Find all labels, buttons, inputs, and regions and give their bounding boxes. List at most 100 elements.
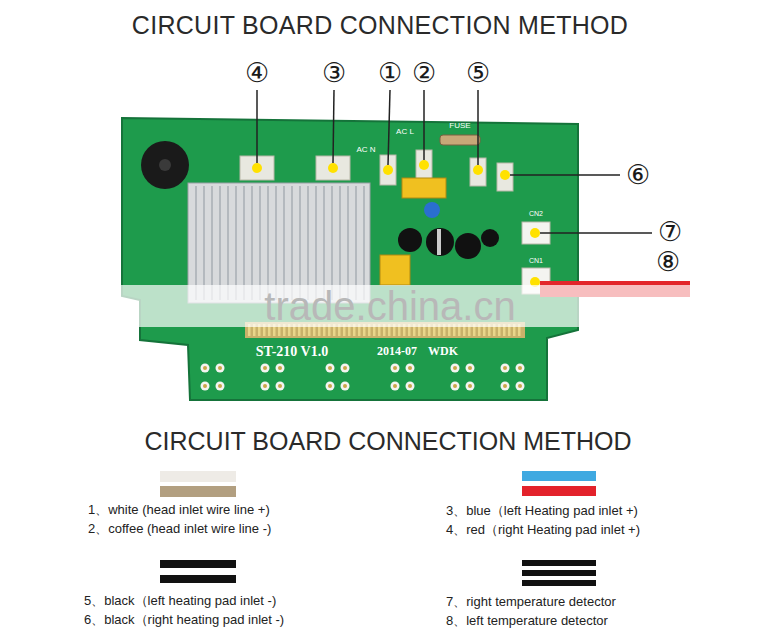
connection-dot xyxy=(383,165,393,175)
heat-sink-fin xyxy=(203,186,205,300)
heat-sink-fin xyxy=(235,186,237,300)
capacitor-stripe xyxy=(437,229,441,255)
hole-ring xyxy=(341,382,350,391)
hole-ring xyxy=(216,364,225,373)
leader-line xyxy=(333,90,334,163)
connection-dot xyxy=(419,160,429,170)
board-hole xyxy=(216,382,225,391)
board-hole xyxy=(326,364,335,373)
heat-sink-fin xyxy=(243,186,245,300)
callout-number: ⑤ xyxy=(466,57,490,88)
legend-text: 1、white (head inlet wire line +) xyxy=(88,503,270,518)
connection-dot xyxy=(328,163,338,173)
hole-ring xyxy=(201,382,210,391)
hole-ring xyxy=(276,382,285,391)
legend-swatch xyxy=(522,560,596,576)
leader-line xyxy=(477,90,479,165)
hole-ring xyxy=(516,382,525,391)
swatch-stripe xyxy=(160,486,236,497)
silkscreen-label: AC L xyxy=(396,127,414,136)
hole-center xyxy=(278,366,282,370)
callout-number: ⑥ xyxy=(626,159,650,190)
hole-center xyxy=(503,366,507,370)
legend-swatch xyxy=(522,471,596,481)
watermark: trade.china.cn xyxy=(264,283,515,329)
hole-ring xyxy=(391,364,400,373)
hole-center xyxy=(503,384,507,388)
board-hole xyxy=(501,364,510,373)
hole-ring xyxy=(501,364,510,373)
board-date: 2014-07 xyxy=(377,345,417,359)
board-hole xyxy=(451,364,460,373)
board-hole xyxy=(466,382,475,391)
hole-center xyxy=(408,384,412,388)
fuse xyxy=(440,135,480,145)
heat-sink-fin xyxy=(283,186,285,300)
swatch-stripe xyxy=(160,471,236,482)
board-hole xyxy=(391,364,400,373)
board-hole xyxy=(201,364,210,373)
board-hole xyxy=(501,382,510,391)
hole-ring xyxy=(276,364,285,373)
silkscreen-label: FUSE xyxy=(449,121,470,130)
heat-sink-fin xyxy=(195,186,197,300)
legend-text: 8、left temperature detector xyxy=(446,614,608,629)
terminal-cp3 xyxy=(497,163,513,191)
heat-sink-fin xyxy=(291,186,293,300)
heat-sink-fin xyxy=(323,186,325,300)
legend-swatch xyxy=(522,486,596,496)
leader-line xyxy=(540,232,652,234)
page-title: CIRCUIT BOARD CONNECTION METHOD xyxy=(132,11,628,40)
silkscreen-label: CN2 xyxy=(529,210,543,218)
hole-center xyxy=(218,384,222,388)
legend-swatch xyxy=(160,486,236,497)
callout-number: ② xyxy=(412,57,436,88)
heat-sink-fin xyxy=(307,186,309,300)
callout-number: ⑧ xyxy=(656,246,680,277)
yellow-component xyxy=(380,255,410,285)
hole-center xyxy=(343,366,347,370)
heat-sink-fin xyxy=(299,186,301,300)
board-hole xyxy=(451,382,460,391)
x-capacitor xyxy=(402,178,446,198)
board-maker: WDK xyxy=(428,345,458,359)
swatch-stripe xyxy=(522,486,596,496)
hole-center xyxy=(218,366,222,370)
hole-center xyxy=(203,384,207,388)
legend-swatch xyxy=(160,471,236,482)
heat-sink-fin xyxy=(355,186,357,300)
heat-sink-fin xyxy=(267,186,269,300)
heat-sink-fin xyxy=(339,186,341,300)
legend-text: 5、black（left heating pad inlet -) xyxy=(84,594,276,609)
hole-ring xyxy=(501,382,510,391)
heat-sink-fins xyxy=(196,186,364,300)
swatch-stripe xyxy=(160,575,236,583)
board-hole xyxy=(201,382,210,391)
board-hole xyxy=(391,382,400,391)
blue-capacitor xyxy=(424,202,440,218)
callout-number: ⑦ xyxy=(658,216,682,247)
leader-line xyxy=(388,90,390,165)
board-hole xyxy=(216,364,225,373)
hole-ring xyxy=(466,382,475,391)
leader-line xyxy=(256,90,258,163)
heat-sink-fin xyxy=(211,186,213,300)
callout-number: ① xyxy=(378,57,402,88)
hole-ring xyxy=(216,382,225,391)
hole-center xyxy=(453,366,457,370)
hole-center xyxy=(393,366,397,370)
heat-sink-fin xyxy=(259,186,261,300)
hole-center xyxy=(518,384,522,388)
heat-sink-fin xyxy=(219,186,221,300)
board-hole xyxy=(276,382,285,391)
board-hole xyxy=(341,382,350,391)
hole-center xyxy=(453,384,457,388)
hole-ring xyxy=(451,382,460,391)
heat-sink-fin xyxy=(331,186,333,300)
hole-center xyxy=(393,384,397,388)
swatch-stripe xyxy=(522,570,596,576)
hole-center xyxy=(203,366,207,370)
hole-center xyxy=(408,366,412,370)
board-hole xyxy=(341,364,350,373)
electrolytic-capacitor xyxy=(481,229,499,247)
